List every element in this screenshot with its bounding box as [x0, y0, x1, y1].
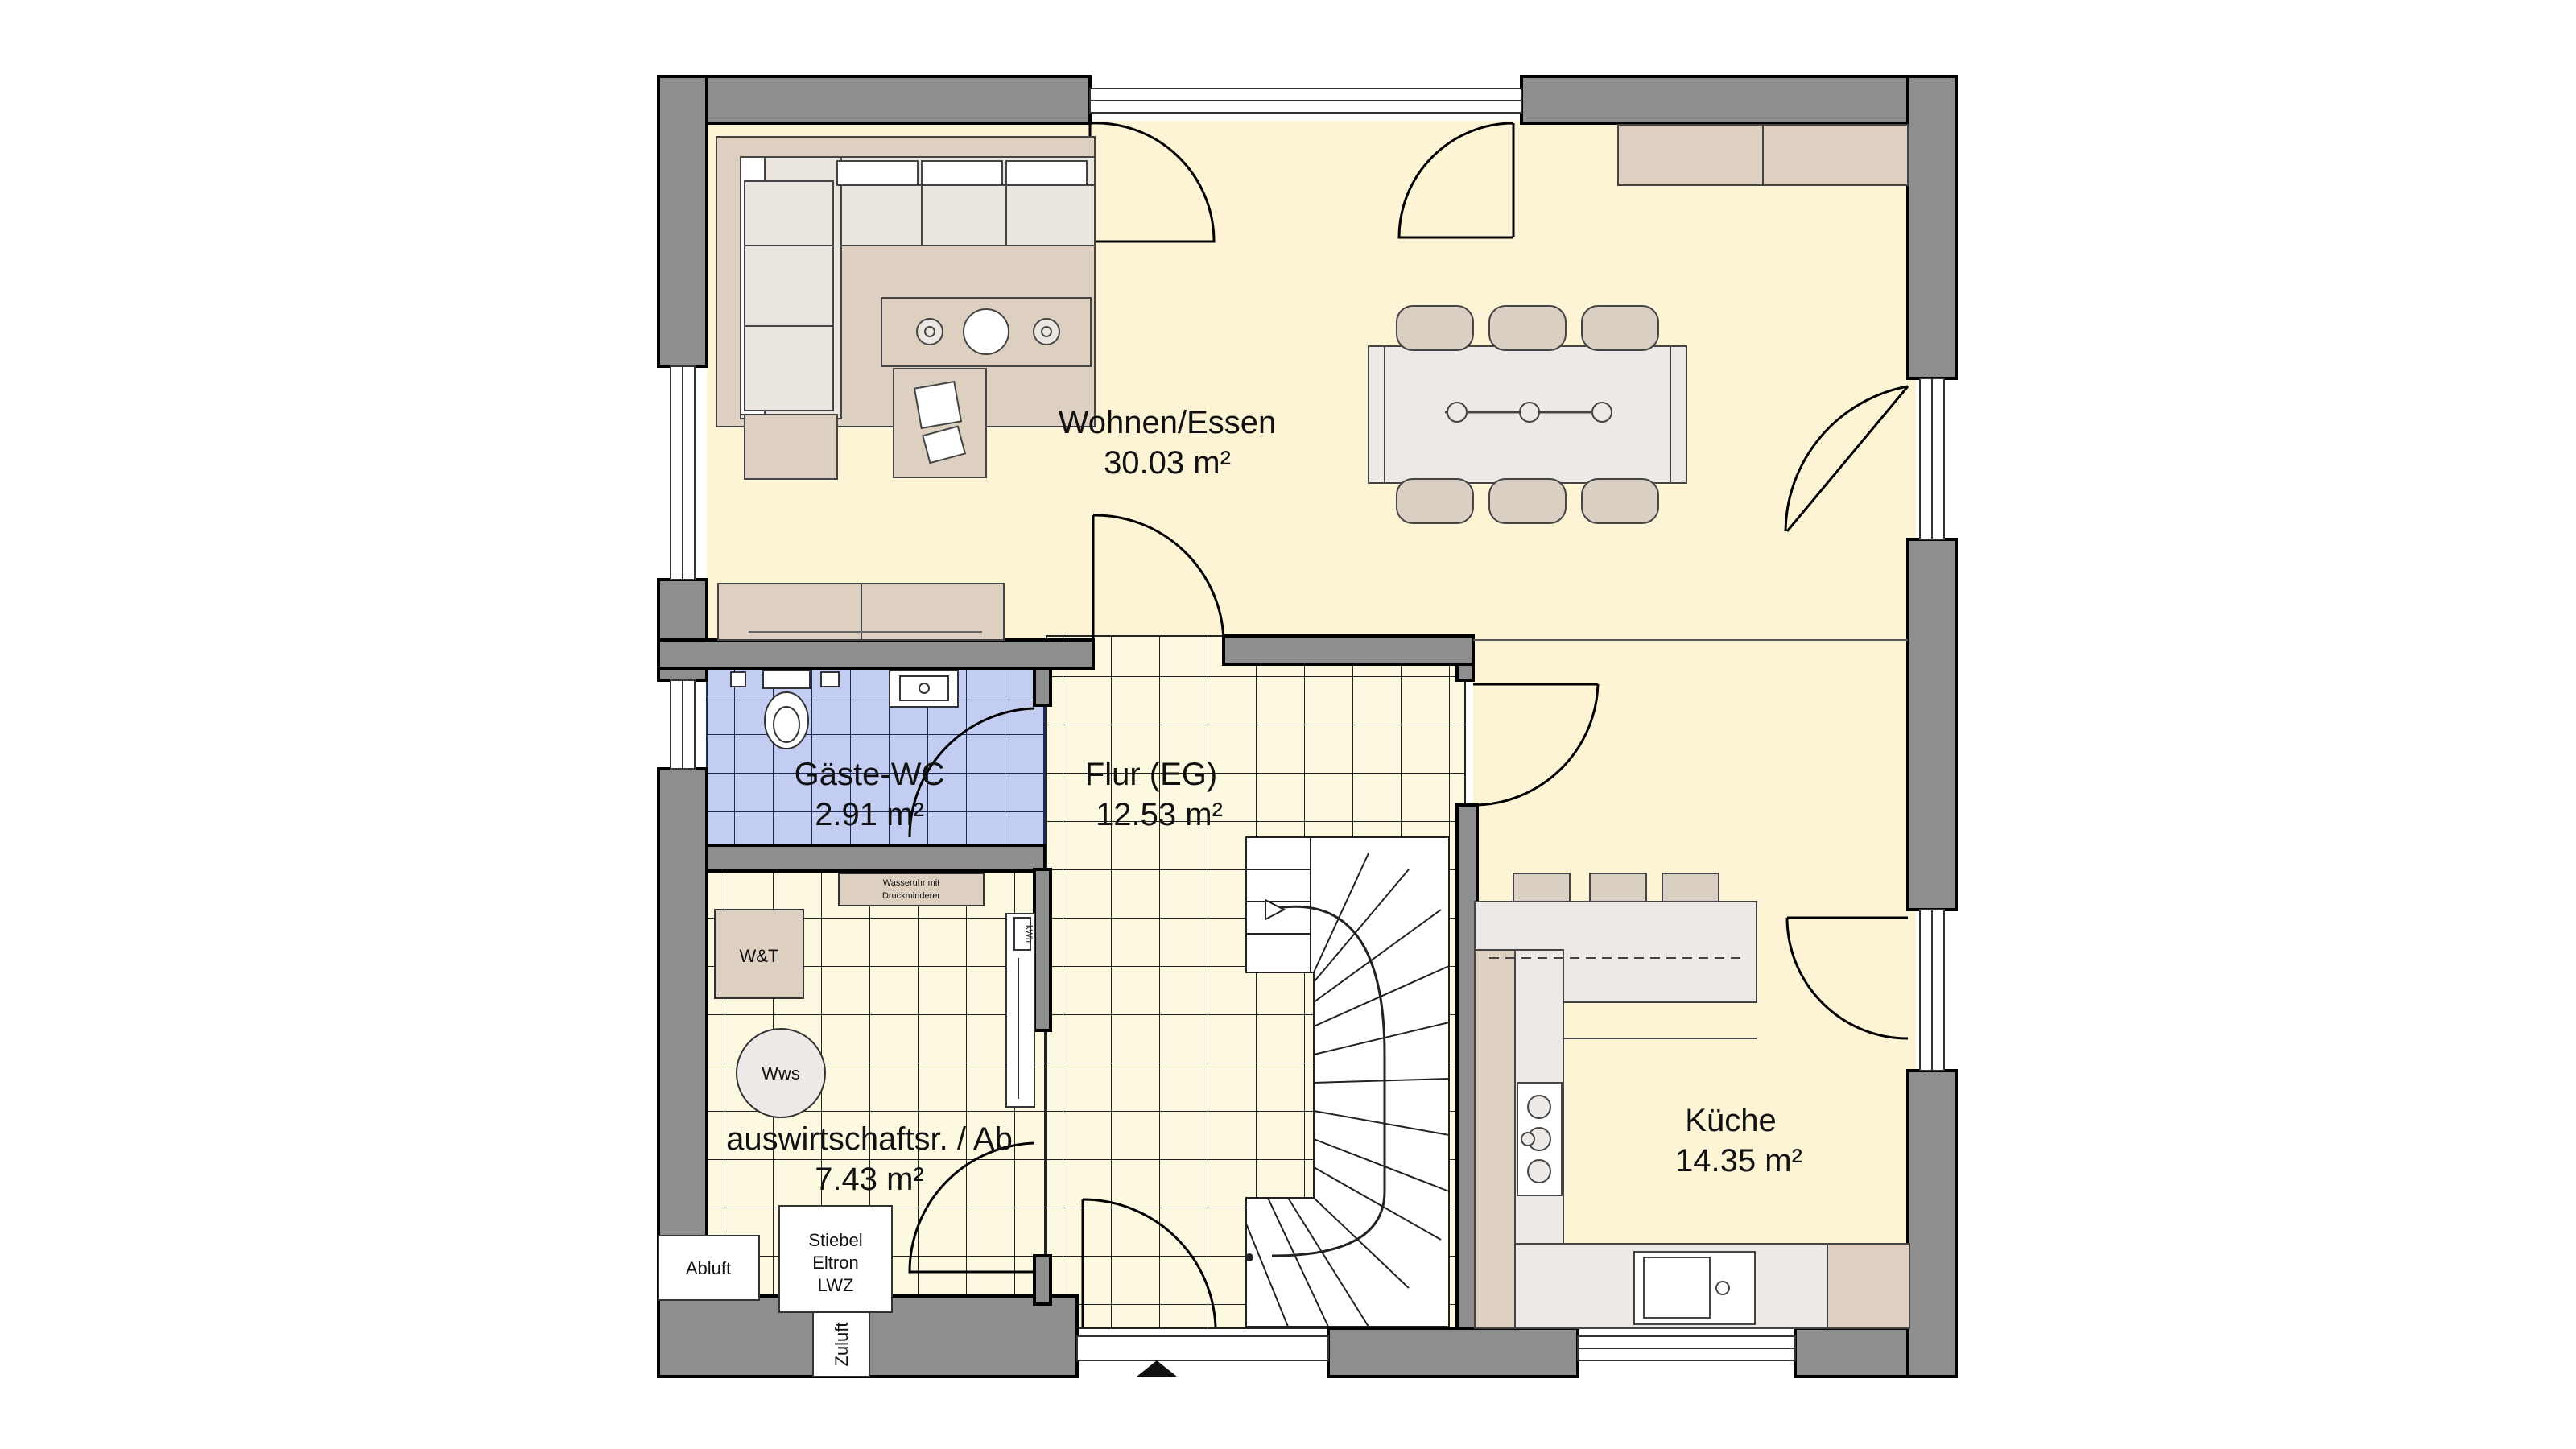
kitchen-sink — [1633, 1251, 1756, 1325]
water-softener — [736, 1028, 826, 1118]
windows — [670, 88, 1945, 1361]
room-name-wohnen: Wohnen/Essen — [1059, 405, 1277, 440]
coffee-table — [881, 297, 1092, 367]
dining-chairs — [1396, 305, 1659, 524]
ventilation-ducts — [658, 1235, 870, 1377]
staircase — [1245, 836, 1450, 1327]
heat-pump-label-2: Eltron — [812, 1253, 858, 1273]
room-area-wohnen: 30.03 m² — [1104, 445, 1231, 481]
heat-pump-label-3: LWZ — [818, 1275, 854, 1295]
wc-floor — [706, 667, 1046, 846]
heat-pump — [778, 1205, 893, 1313]
outer-walls — [657, 75, 1958, 1378]
wasseruhr-label-1: Wasseruhr mit — [883, 878, 940, 888]
sideboard — [717, 583, 1005, 641]
room-area-hwr: 7.43 m² — [815, 1162, 924, 1197]
wasseruhr-label-2: Druckminderer — [882, 891, 940, 901]
wc-washbasin — [730, 670, 959, 708]
room-area-flur: 12.53 m² — [1096, 797, 1223, 832]
entrance-marker — [1137, 1360, 1177, 1377]
electric-meter-label: kWh — [1024, 925, 1034, 943]
room-name-gaeste-wc: Gäste-WC — [795, 757, 945, 792]
bar-stools — [1513, 873, 1719, 902]
armchair — [893, 368, 987, 478]
kitchen-wall-cabinets — [1617, 124, 1909, 186]
electric-panel — [1005, 913, 1035, 1108]
washer-dryer — [714, 909, 804, 999]
washer-dryer-label: W&T — [740, 946, 779, 966]
room-name-kueche: Küche — [1685, 1103, 1776, 1138]
room-name-hwr: auswirtschaftsr. / Ab — [726, 1121, 1013, 1157]
room-area-kueche: 14.35 m² — [1675, 1143, 1802, 1179]
water-softener-label: Wws — [762, 1063, 800, 1084]
zuluft-label: Zuluft — [832, 1322, 852, 1366]
cooktop — [1517, 1082, 1563, 1196]
room-area-gaeste-wc: 2.91 m² — [815, 797, 924, 832]
room-name-flur: Flur (EG) — [1085, 757, 1217, 792]
abluft-label: Abluft — [686, 1258, 731, 1278]
toilet — [762, 670, 811, 749]
water-meter — [838, 873, 985, 906]
dining-table — [1368, 345, 1687, 484]
heat-pump-label-1: Stiebel — [808, 1230, 862, 1250]
